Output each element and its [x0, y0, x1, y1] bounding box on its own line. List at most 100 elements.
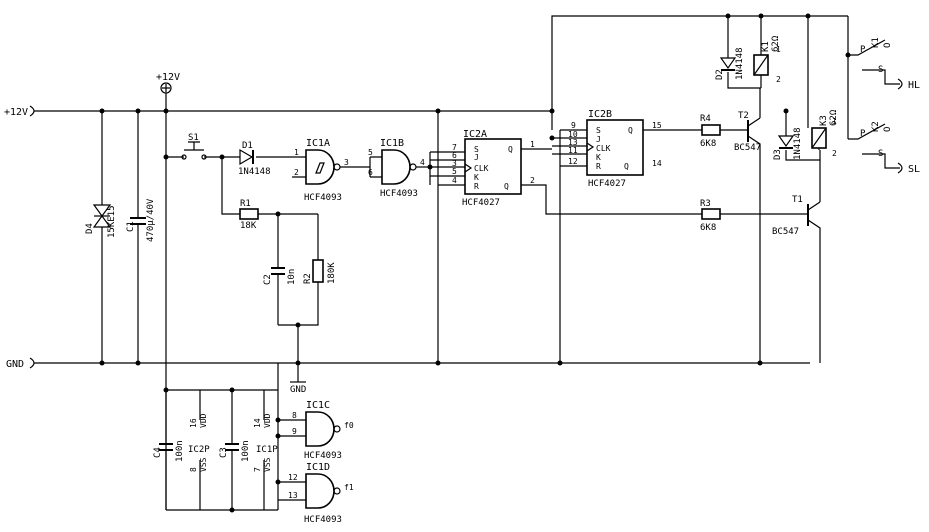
- t1-type: BC547: [772, 227, 799, 237]
- contact-pin: O: [883, 43, 893, 48]
- pin-label: 12: [568, 157, 578, 166]
- r2-value: 180K: [327, 262, 337, 284]
- d1-value: 1N4148: [238, 167, 271, 177]
- contact-k1: [847, 16, 903, 90]
- c2-label: C2: [263, 274, 273, 285]
- c4-value: 100n: [175, 440, 185, 462]
- pin-label: Q: [508, 145, 513, 154]
- d3-label: D3: [773, 149, 783, 160]
- junction-dots: [99, 13, 851, 513]
- r3-label: R3: [700, 199, 711, 209]
- ic1a-label: IC1A: [306, 138, 330, 149]
- ic2b-label: IC2B: [588, 109, 612, 120]
- pin-label: VDD: [199, 413, 208, 428]
- ic1d-label: IC1D: [306, 462, 330, 473]
- ic1b-label: IC1B: [380, 138, 404, 149]
- pin-label: CLK: [596, 144, 611, 153]
- pin-label: 5: [452, 167, 457, 176]
- capacitor-c1: [130, 111, 146, 363]
- ic2a-label: IC2A: [463, 129, 487, 140]
- k2-contact-label: K2: [871, 121, 881, 132]
- pin-label: 2: [530, 176, 535, 185]
- pin-label: 1: [530, 140, 535, 149]
- pin-label: K: [596, 153, 601, 162]
- pin-label: S: [596, 126, 601, 135]
- r1-label: R1: [240, 199, 251, 209]
- c1-label: C1: [126, 221, 136, 232]
- pin-label: 6: [452, 151, 457, 160]
- pin-label: 4: [452, 176, 457, 185]
- pin-label: Q: [504, 182, 509, 191]
- coil-pin: 1: [832, 117, 837, 126]
- contact-k2: [847, 55, 903, 174]
- c2-value: 10n: [287, 269, 297, 285]
- c3-value: 100n: [241, 440, 251, 462]
- pin-label: J: [474, 153, 479, 162]
- pin-label: 11: [568, 146, 578, 155]
- ic1d-out: f1: [344, 483, 354, 492]
- pin-label: 9: [292, 427, 297, 436]
- output-hl: HL: [908, 80, 920, 91]
- contact-pin: S: [878, 149, 883, 159]
- k1-label: K1: [761, 41, 771, 52]
- pin-label: R: [474, 182, 479, 191]
- transistor-t2: [747, 88, 761, 363]
- pin-label: 13: [288, 491, 298, 500]
- coil-pin: 1: [776, 45, 781, 54]
- resistor-r3: [701, 208, 808, 220]
- nand-gate-ic1c: [278, 411, 341, 447]
- output-sl: SL: [908, 164, 920, 175]
- pin-label: 4: [420, 158, 425, 167]
- pin-label: 3: [344, 158, 349, 167]
- pin-label: 13: [568, 138, 578, 147]
- c4-label: C4: [153, 447, 163, 458]
- power-rail-12v: [29, 15, 848, 117]
- supply-terminal-icon: [160, 82, 172, 111]
- pin-label: 14: [253, 418, 262, 428]
- contact-pin: S: [878, 65, 883, 75]
- nand-gate-ic1d: [278, 473, 341, 509]
- d3-value: 1N4148: [793, 127, 803, 160]
- pin-label: K: [474, 173, 479, 182]
- pin-label: Q: [628, 126, 633, 135]
- net-label-12v: +12V: [4, 107, 28, 118]
- pin-label: CLK: [474, 164, 489, 173]
- pin-label: S: [474, 145, 479, 154]
- ground-rail: [29, 357, 810, 369]
- relay-k1: [719, 16, 769, 89]
- k1-contact-label: K1: [871, 37, 881, 48]
- ic1c-type: HCF4093: [304, 451, 342, 461]
- r4-value: 6K8: [700, 139, 716, 149]
- pin-label: 7: [253, 467, 262, 472]
- k1-value: 62Ω: [771, 35, 781, 52]
- ic1p-label: IC1P: [256, 445, 278, 455]
- resistor-r4: [701, 124, 748, 136]
- t1-label: T1: [792, 195, 803, 205]
- pin-label: VSS: [263, 457, 272, 472]
- ic1c-out: f0: [344, 421, 354, 430]
- coil-pin: 2: [776, 75, 781, 84]
- resistor-r1: [221, 157, 318, 220]
- net-label-gnd: GND: [6, 359, 24, 370]
- contact-pin: P: [860, 129, 866, 139]
- pin-label: R: [596, 162, 601, 171]
- pushbutton-s1: [166, 141, 232, 160]
- pin-label: 10: [568, 130, 578, 139]
- pin-label: 16: [189, 418, 198, 428]
- nand-gate-ic1b: [369, 149, 430, 185]
- d2-value: 1N4148: [735, 47, 745, 80]
- supply-block: [159, 363, 279, 511]
- gnd-label-local: GND: [290, 385, 306, 395]
- pin-label: 14: [652, 159, 662, 168]
- pin-label: VDD: [263, 413, 272, 428]
- d4-label: D4: [85, 223, 95, 234]
- k3-label: K3: [819, 115, 829, 126]
- d4-value: 15KE15: [107, 205, 117, 238]
- pin-label: 8: [189, 467, 198, 472]
- ic2a-type: HCF4027: [462, 198, 500, 208]
- flipflop-ic2a: [429, 111, 702, 363]
- flipflop-ic2b: [551, 111, 702, 363]
- pin-label: 3: [452, 159, 457, 168]
- ic1a-type: HCF4093: [304, 193, 342, 203]
